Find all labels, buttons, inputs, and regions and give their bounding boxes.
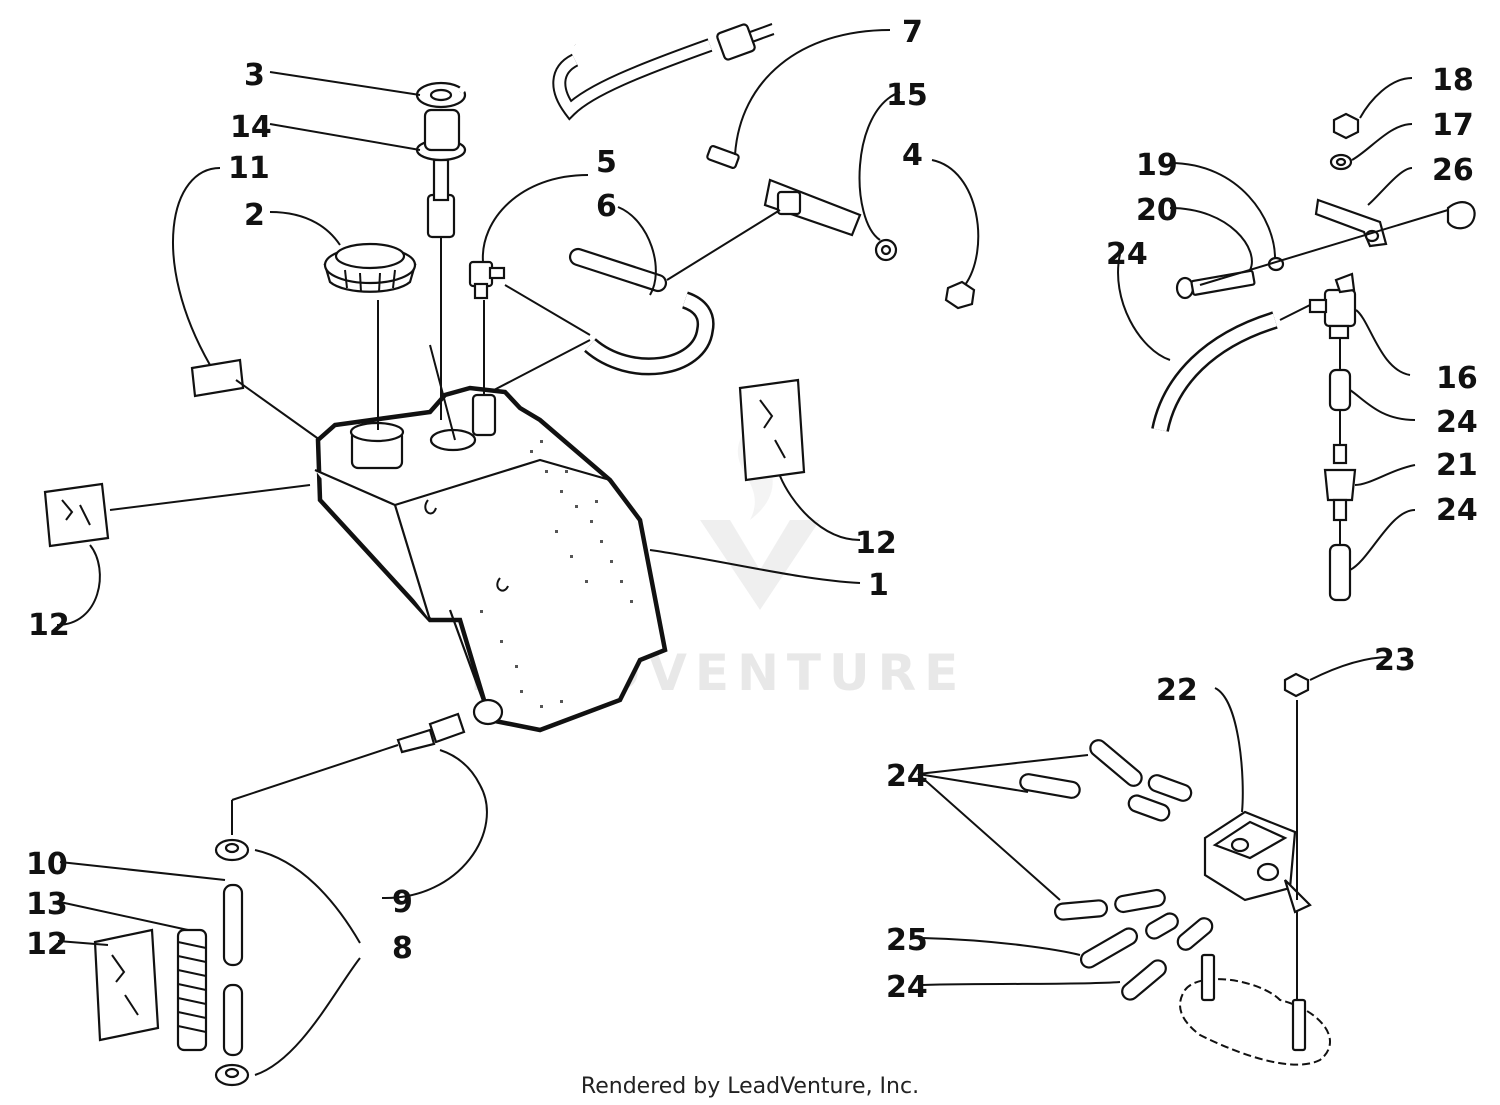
shutoff-valve — [1308, 272, 1357, 340]
decal-11 — [190, 358, 245, 398]
callout-23: 23 — [1374, 643, 1416, 678]
callout-20: 20 — [1136, 193, 1178, 228]
callout-25: 25 — [886, 923, 928, 958]
pulse-hoses — [1019, 739, 1214, 1001]
callout-12-right: 12 — [855, 526, 897, 561]
callout-24-pump-bottom: 24 — [886, 970, 928, 1005]
hose-24-valve-left — [1151, 311, 1278, 433]
vent-hose — [568, 247, 715, 376]
callout-13: 13 — [26, 887, 68, 922]
decal-12-left — [43, 482, 110, 548]
decal-12-bottom — [93, 928, 160, 1042]
washer-17 — [1329, 153, 1353, 171]
callout-10: 10 — [26, 847, 68, 882]
callout-3: 3 — [244, 58, 265, 93]
callout-15: 15 — [886, 78, 928, 113]
screw-20 — [1175, 269, 1256, 300]
nut-23 — [1283, 672, 1310, 698]
footer-credit: Rendered by LeadVenture, Inc. — [580, 1074, 920, 1099]
callout-22: 22 — [1156, 673, 1198, 708]
callout-12-bottom: 12 — [26, 927, 68, 962]
callouts: 1 2 3 4 5 6 7 8 9 10 11 12 12 12 13 14 1… — [26, 15, 1478, 1005]
callout-7: 7 — [902, 15, 923, 50]
hose-clamp-top — [214, 838, 250, 862]
fuel-hose — [222, 883, 244, 1057]
callout-14: 14 — [230, 110, 272, 145]
outlet-fitting — [396, 712, 466, 754]
fuel-level-sender — [415, 23, 775, 239]
nut-18 — [1332, 112, 1360, 140]
fuel-pump — [1203, 810, 1312, 914]
callout-8: 8 — [392, 931, 413, 966]
fuel-filter — [1323, 443, 1357, 522]
valve-knob — [1446, 201, 1476, 230]
callout-24-valve-lower: 24 — [1436, 493, 1478, 528]
spring — [176, 928, 208, 1052]
hose-24-lower — [1328, 543, 1352, 602]
callout-24-valve-left: 24 — [1106, 237, 1148, 272]
fuel-tank — [314, 385, 668, 733]
callout-9: 9 — [392, 885, 413, 920]
hose-24-short — [1328, 368, 1352, 412]
decal-12-right — [738, 378, 806, 482]
callout-18: 18 — [1432, 63, 1474, 98]
callout-26: 26 — [1432, 153, 1474, 188]
callout-24-valve-short: 24 — [1436, 405, 1478, 440]
hose-clamp-bottom — [214, 1063, 250, 1087]
callout-1: 1 — [868, 568, 889, 603]
vent-fitting — [468, 260, 506, 300]
callout-24-pump-top: 24 — [886, 759, 928, 794]
leader-lines — [56, 29, 1449, 1076]
callout-12-left: 12 — [28, 608, 70, 643]
callout-21: 21 — [1436, 448, 1478, 483]
callout-19: 19 — [1136, 148, 1178, 183]
callout-2: 2 — [244, 198, 265, 233]
clamp-assembly — [706, 145, 976, 310]
callout-17: 17 — [1432, 108, 1474, 143]
callout-4: 4 — [902, 138, 923, 173]
tank-shading — [480, 440, 633, 708]
mounting-studs — [1179, 953, 1331, 1066]
fuel-cap — [323, 242, 417, 293]
callout-6: 6 — [596, 189, 617, 224]
callout-5: 5 — [596, 145, 617, 180]
callout-11: 11 — [228, 151, 270, 186]
callout-16: 16 — [1436, 361, 1478, 396]
